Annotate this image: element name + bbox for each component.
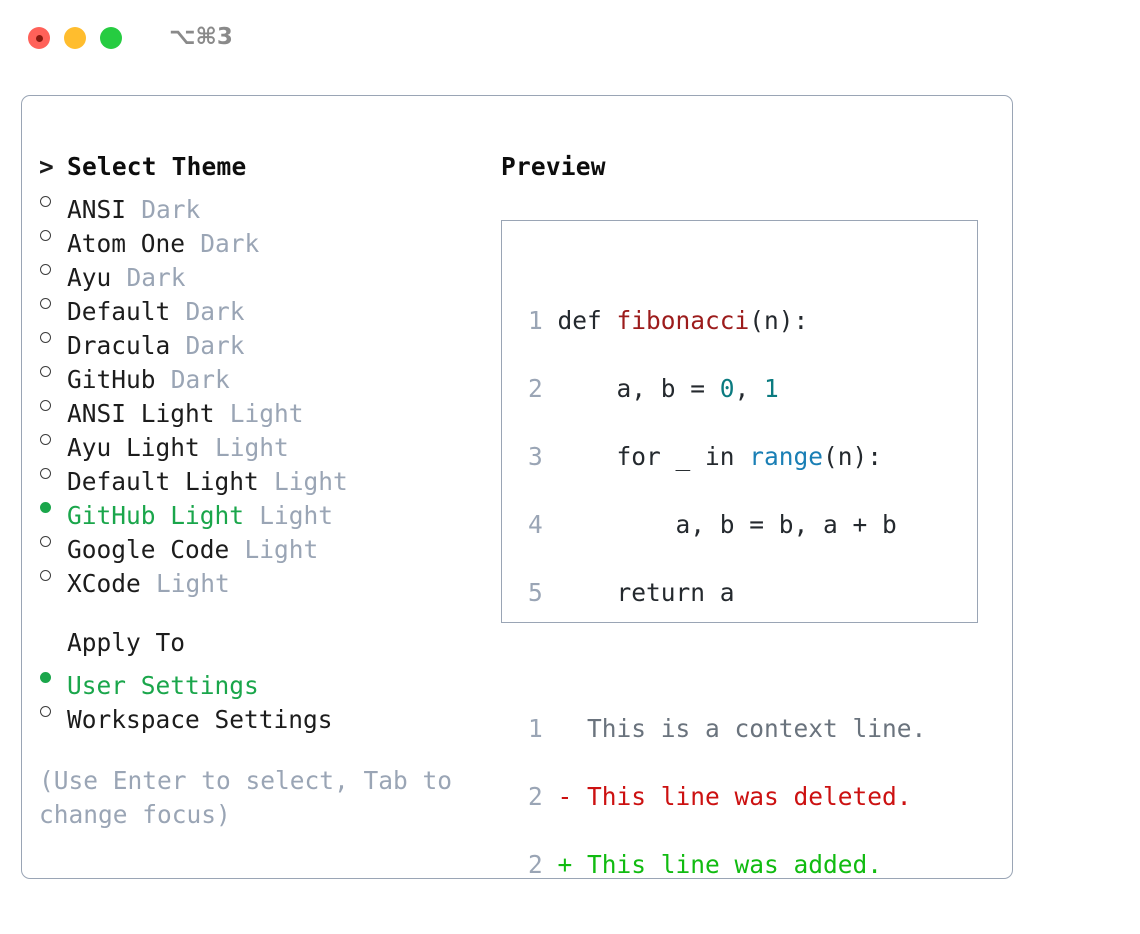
line-number: 2 bbox=[527, 850, 543, 879]
theme-option-atom-one-dark[interactable]: Atom One Dark bbox=[39, 218, 479, 258]
line-number: 1 bbox=[527, 714, 543, 743]
diff-line-deleted: 2 - This line was deleted. bbox=[517, 780, 926, 814]
close-window-button[interactable] bbox=[28, 27, 50, 49]
radio-selected-icon[interactable] bbox=[39, 660, 67, 694]
apply-to-option-user-settings[interactable]: User Settings bbox=[39, 660, 479, 700]
radio-unselected-icon[interactable] bbox=[39, 286, 67, 320]
code-line: 2 a, b = 0, 1 bbox=[517, 372, 926, 406]
preview-column: Preview 1 def fibonacci(n): 2 a, b = 0, … bbox=[501, 150, 1001, 879]
theme-option-ayu-light[interactable]: Ayu Light Light bbox=[39, 422, 479, 462]
diff-sign-plus: + bbox=[557, 850, 573, 879]
line-number: 1 bbox=[527, 306, 543, 335]
theme-option-ayu-dark[interactable]: Ayu Dark bbox=[39, 252, 479, 292]
line-number: 2 bbox=[527, 374, 543, 403]
theme-list-column: > Select Theme ANSI Dark Atom One Dark A… bbox=[39, 150, 479, 734]
theme-selector-panel: > Select Theme ANSI Dark Atom One Dark A… bbox=[21, 95, 1013, 879]
code-line: 3 for _ in range(n): bbox=[517, 440, 926, 474]
radio-unselected-icon[interactable] bbox=[39, 558, 67, 592]
radio-unselected-icon[interactable] bbox=[39, 422, 67, 456]
radio-unselected-icon[interactable] bbox=[39, 524, 67, 558]
syntax-builtin-call: range bbox=[749, 442, 824, 471]
radio-unselected-icon[interactable] bbox=[39, 354, 67, 388]
spacer bbox=[517, 644, 926, 678]
line-number: 4 bbox=[527, 510, 543, 539]
code-line: 4 a, b = b, a + b bbox=[517, 508, 926, 542]
diff-line-added: 2 + This line was added. bbox=[517, 848, 926, 882]
radio-unselected-icon[interactable] bbox=[39, 694, 67, 728]
code-line: 1 def fibonacci(n): bbox=[517, 304, 926, 338]
radio-selected-icon[interactable] bbox=[39, 490, 67, 524]
keyboard-hint-text: (Use Enter to select, Tab to change focu… bbox=[39, 766, 453, 829]
syntax-function-name: fibonacci bbox=[616, 306, 750, 335]
maximize-window-button[interactable] bbox=[100, 27, 122, 49]
cursor-marker-icon: > bbox=[39, 152, 54, 181]
diff-sign-minus: - bbox=[557, 782, 573, 811]
line-number: 2 bbox=[527, 782, 543, 811]
line-number: 5 bbox=[527, 578, 543, 607]
radio-unselected-icon[interactable] bbox=[39, 252, 67, 286]
title-bar: ⌥⌘3 bbox=[0, 0, 1140, 78]
select-theme-heading: > Select Theme bbox=[39, 150, 479, 184]
code-sample: 1 def fibonacci(n): 2 a, b = 0, 1 3 for … bbox=[517, 270, 926, 934]
radio-unselected-icon[interactable] bbox=[39, 218, 67, 252]
radio-unselected-icon[interactable] bbox=[39, 388, 67, 422]
theme-option-github-dark[interactable]: GitHub Dark bbox=[39, 354, 479, 394]
radio-unselected-icon[interactable] bbox=[39, 456, 67, 490]
radio-unselected-icon[interactable] bbox=[39, 184, 67, 218]
traffic-lights bbox=[28, 27, 122, 49]
preview-heading: Preview bbox=[501, 152, 606, 181]
code-line: 5 return a bbox=[517, 576, 926, 610]
minimize-window-button[interactable] bbox=[64, 27, 86, 49]
line-number: 3 bbox=[527, 442, 543, 471]
theme-option-github-light[interactable]: GitHub Light Light bbox=[39, 490, 479, 530]
keyboard-shortcut-label: ⌥⌘3 bbox=[169, 24, 233, 50]
diff-sign bbox=[557, 714, 572, 743]
radio-unselected-icon[interactable] bbox=[39, 320, 67, 354]
theme-option-default-dark[interactable]: Default Dark bbox=[39, 286, 479, 326]
theme-option-ansi-dark[interactable]: ANSI Dark bbox=[39, 184, 479, 224]
theme-option-google-code[interactable]: Google Code Light bbox=[39, 524, 479, 564]
diff-line-context: 1 This is a context line. bbox=[517, 712, 926, 746]
theme-option-xcode[interactable]: XCode Light bbox=[39, 558, 479, 598]
theme-option-default-light[interactable]: Default Light Light bbox=[39, 456, 479, 496]
preview-box: 1 def fibonacci(n): 2 a, b = 0, 1 3 for … bbox=[501, 220, 978, 879]
theme-option-dracula-dark[interactable]: Dracula Dark bbox=[39, 320, 479, 360]
theme-option-ansi-light[interactable]: ANSI Light Light bbox=[39, 388, 479, 428]
apply-to-heading: Apply To bbox=[67, 628, 186, 657]
apply-to-option-workspace-settings[interactable]: Workspace Settings bbox=[39, 694, 479, 734]
